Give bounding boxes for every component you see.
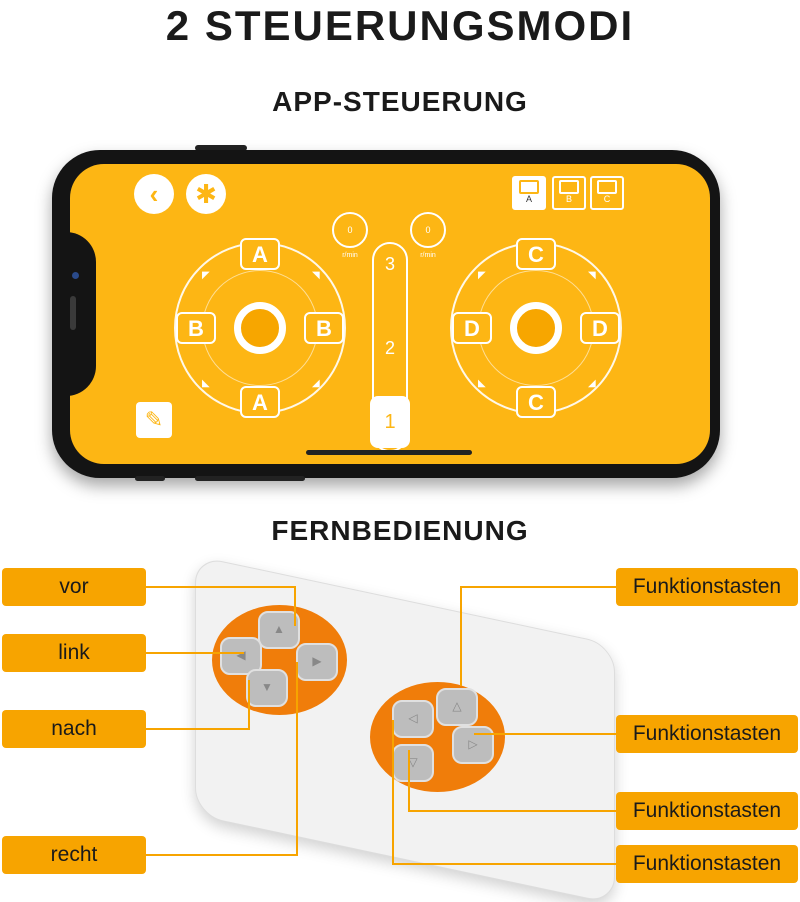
leader-line xyxy=(146,586,296,588)
app-screen: ‹ ✱ A B C 0 r/min 0 r/min 3 2 1 A A B B … xyxy=(70,164,710,464)
right-joystick[interactable]: C C D D ◤ ◥ ◣ ◢ xyxy=(450,238,622,418)
motor-icon xyxy=(519,180,539,194)
joystick-right-b[interactable]: B xyxy=(304,312,344,344)
phone-side-button xyxy=(195,145,247,151)
phone-side-button xyxy=(195,476,305,481)
leader-line xyxy=(392,720,394,865)
joystick-knob[interactable] xyxy=(234,302,286,354)
mode-c-button[interactable]: C xyxy=(590,176,624,210)
arrow-icon: ◣ xyxy=(478,378,486,389)
speed-level-2[interactable]: 2 xyxy=(384,338,395,358)
page-title: 2 STEUERUNGSMODI xyxy=(165,2,635,49)
label-right: recht xyxy=(2,836,146,874)
right-key[interactable]: ▶ xyxy=(296,643,338,681)
back-icon[interactable]: ‹ xyxy=(134,174,174,214)
arrow-icon: ◣ xyxy=(202,378,210,389)
right-speed-gauge: 0 xyxy=(410,212,446,248)
left-button-pad: ▲ ◀ ▶ ▼ xyxy=(212,605,347,715)
wrench-icon[interactable]: ✎ xyxy=(136,402,172,438)
right-gauge-unit: r/min xyxy=(420,252,436,259)
leader-line xyxy=(474,733,616,735)
app-control-heading: APP-STEUERUNG xyxy=(272,86,528,117)
joystick-down-c[interactable]: C xyxy=(516,386,556,418)
mode-label: C xyxy=(603,194,611,204)
motor-icon xyxy=(559,180,579,194)
joystick-up-a[interactable]: A xyxy=(240,238,280,270)
left-speed-gauge: 0 xyxy=(332,212,368,248)
home-indicator xyxy=(306,450,472,455)
leader-line xyxy=(146,652,244,654)
arrow-icon: ◥ xyxy=(312,270,320,281)
speaker-grille xyxy=(70,296,76,330)
mode-label: B xyxy=(565,194,572,204)
bluetooth-icon[interactable]: ✱ xyxy=(186,174,226,214)
arrow-icon: ◥ xyxy=(588,270,596,281)
left-key[interactable]: ◀ xyxy=(220,637,262,675)
joystick-up-c[interactable]: C xyxy=(516,238,556,270)
camera-icon xyxy=(72,272,79,279)
label-forward: vor xyxy=(2,568,146,606)
function-key-1[interactable]: △ xyxy=(436,688,478,726)
joystick-knob[interactable] xyxy=(510,302,562,354)
leader-line xyxy=(248,680,250,730)
phone-side-button xyxy=(135,476,165,481)
leader-line xyxy=(408,750,410,812)
forward-key[interactable]: ▲ xyxy=(258,611,300,649)
leader-line xyxy=(146,728,250,730)
leader-line xyxy=(146,854,298,856)
leader-line xyxy=(392,863,616,865)
joystick-left-d[interactable]: D xyxy=(452,312,492,344)
leader-line xyxy=(460,586,462,686)
arrow-icon: ◤ xyxy=(202,270,210,281)
label-function-keys: Funktionstasten xyxy=(616,792,798,830)
mode-label: A xyxy=(525,194,532,204)
mode-a-button[interactable]: A xyxy=(512,176,546,210)
joystick-right-d[interactable]: D xyxy=(580,312,620,344)
label-function-keys: Funktionstasten xyxy=(616,845,798,883)
label-function-keys: Funktionstasten xyxy=(616,715,798,753)
function-key-2[interactable]: ◁ xyxy=(392,700,434,738)
right-button-pad: △ ◁ ▷ ▽ xyxy=(370,682,505,792)
backward-key[interactable]: ▼ xyxy=(246,669,288,707)
speed-level-3[interactable]: 3 xyxy=(384,254,395,274)
label-backward: nach xyxy=(2,710,146,748)
speed-slider-handle[interactable]: 1 xyxy=(370,396,410,448)
function-key-4[interactable]: ▽ xyxy=(392,744,434,782)
left-gauge-unit: r/min xyxy=(342,252,358,259)
remote-heading: FERNBEDIENUNG xyxy=(271,515,529,546)
motor-icon xyxy=(597,180,617,194)
arrow-icon: ◢ xyxy=(312,378,320,389)
function-key-3[interactable]: ▷ xyxy=(452,726,494,764)
arrow-icon: ◤ xyxy=(478,270,486,281)
leader-line xyxy=(296,662,298,856)
label-left: link xyxy=(2,634,146,672)
leader-line xyxy=(460,586,616,588)
joystick-down-a[interactable]: A xyxy=(240,386,280,418)
label-function-keys: Funktionstasten xyxy=(616,568,798,606)
mode-b-button[interactable]: B xyxy=(552,176,586,210)
leader-line xyxy=(408,810,616,812)
arrow-icon: ◢ xyxy=(588,378,596,389)
left-joystick[interactable]: A A B B ◤ ◥ ◣ ◢ xyxy=(174,238,346,418)
leader-line xyxy=(294,586,296,626)
joystick-left-b[interactable]: B xyxy=(176,312,216,344)
